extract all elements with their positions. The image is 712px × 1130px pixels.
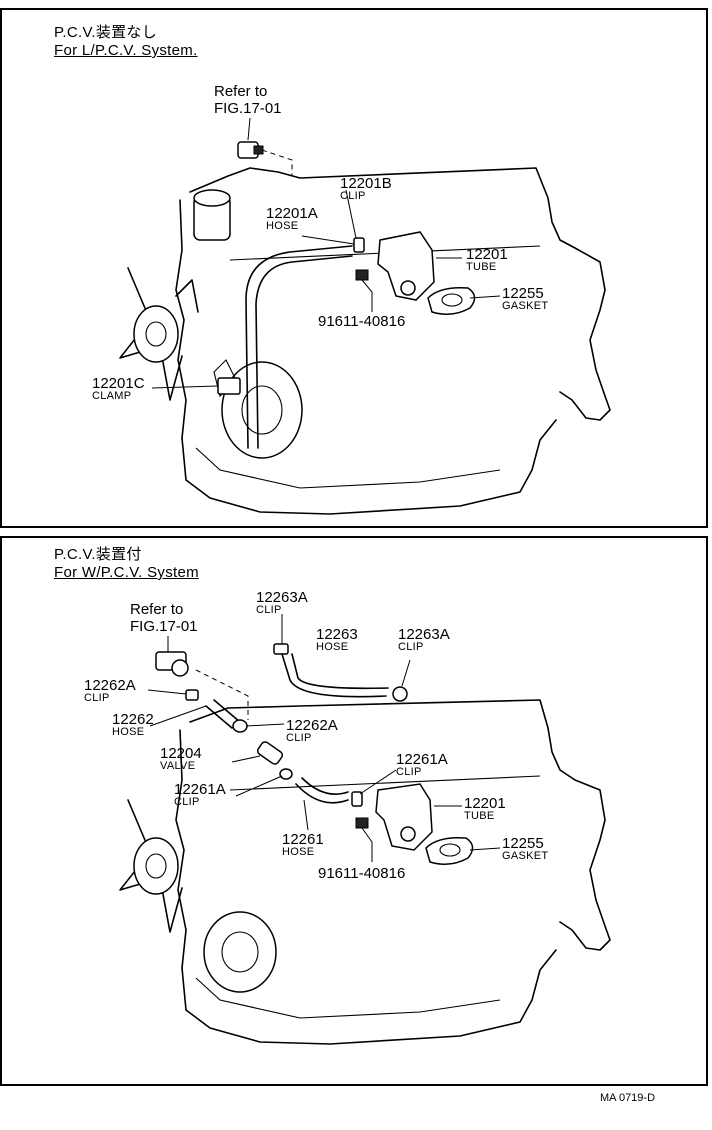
panel-title: P.C.V.装置付 For W/P.C.V. System (54, 546, 199, 582)
panel-title-jp: P.C.V.装置付 (54, 546, 142, 563)
part-number: 12261A (396, 751, 448, 768)
refer-line-2: FIG.17-01 (130, 618, 198, 635)
panel-title: P.C.V.装置なし For L/P.C.V. System. (54, 24, 198, 60)
figure-code: MA 0719-D (600, 1092, 656, 1104)
part-number: 12261 (282, 831, 324, 848)
label-12201a-hose: 12201A HOSE (266, 206, 318, 232)
part-name: TUBE (464, 810, 495, 822)
panel-title-jp: P.C.V.装置なし (54, 24, 158, 41)
part-number: 12262A (84, 677, 136, 694)
part-number: 12201 (466, 246, 508, 263)
part-number: 12201C (92, 375, 145, 392)
part-number: 12201 (464, 795, 506, 812)
part-number: 91611-40816 (318, 865, 406, 882)
label-12262a-clip-top: 12262A CLIP (84, 678, 136, 704)
label-12262-hose: 12262 HOSE (112, 712, 154, 738)
part-name: CLIP (340, 190, 366, 202)
panel-title-en: For L/P.C.V. System. (54, 42, 198, 59)
part-name: VALVE (160, 760, 196, 772)
part-number: 12263A (398, 626, 450, 643)
part-name: CLIP (256, 604, 282, 616)
part-name: CLIP (174, 796, 200, 808)
part-name: HOSE (316, 641, 349, 653)
part-name: HOSE (266, 220, 299, 232)
label-12255-gasket: 12255 GASKET (502, 836, 548, 862)
part-number: 12255 (502, 835, 544, 852)
diagram-panel-without-pcv (0, 8, 708, 528)
part-name: CLIP (396, 766, 422, 778)
part-number: 12263 (316, 626, 358, 643)
label-12263-hose: 12263 HOSE (316, 627, 358, 653)
diagram-panel-with-pcv (0, 536, 708, 1086)
panel-title-en: For W/P.C.V. System (54, 564, 199, 581)
part-number: 12261A (174, 781, 226, 798)
part-name: CLAMP (92, 390, 132, 402)
part-number: 12201A (266, 205, 318, 222)
part-name: CLIP (84, 692, 110, 704)
part-name: TUBE (466, 261, 497, 273)
label-91611-bolt: 91611-40816 (318, 314, 405, 329)
part-number: 12201B (340, 175, 392, 192)
refer-line-1: Refer to (214, 83, 268, 100)
part-number: 12262 (112, 711, 154, 728)
part-number: 12204 (160, 745, 202, 762)
label-12261a-clip-right: 12261A CLIP (396, 752, 448, 778)
refer-note: Refer to FIG.17-01 (214, 84, 282, 116)
refer-note: Refer to FIG.17-01 (130, 602, 198, 634)
part-number: 12263A (256, 589, 308, 606)
part-name: GASKET (502, 850, 549, 862)
label-12262a-clip-lower: 12262A CLIP (286, 718, 338, 744)
label-12263a-clip-right: 12263A CLIP (398, 627, 450, 653)
engine-drawing-top (119, 117, 611, 515)
label-12201b-clip: 12201B CLIP (340, 176, 392, 202)
part-name: HOSE (282, 846, 315, 858)
label-12201c-clamp: 12201C CLAMP (92, 376, 145, 402)
label-91611-bolt: 91611-40816 (318, 866, 405, 881)
label-12255-gasket: 12255 GASKET (502, 286, 548, 312)
part-number: 12262A (286, 717, 338, 734)
part-name: CLIP (398, 641, 424, 653)
part-name: CLIP (286, 732, 312, 744)
part-name: GASKET (502, 300, 549, 312)
part-number: 12255 (502, 285, 544, 302)
refer-line-1: Refer to (130, 601, 184, 618)
label-12201-tube: 12201 TUBE (464, 796, 506, 822)
refer-line-2: FIG.17-01 (214, 100, 282, 117)
label-12201-tube: 12201 TUBE (466, 247, 508, 273)
label-12263a-clip-top: 12263A CLIP (256, 590, 308, 616)
part-name: HOSE (112, 726, 145, 738)
label-12261a-clip-left: 12261A CLIP (174, 782, 226, 808)
part-number: 91611-40816 (318, 313, 406, 330)
label-12204-valve: 12204 VALVE (160, 746, 202, 772)
label-12261-hose: 12261 HOSE (282, 832, 324, 858)
